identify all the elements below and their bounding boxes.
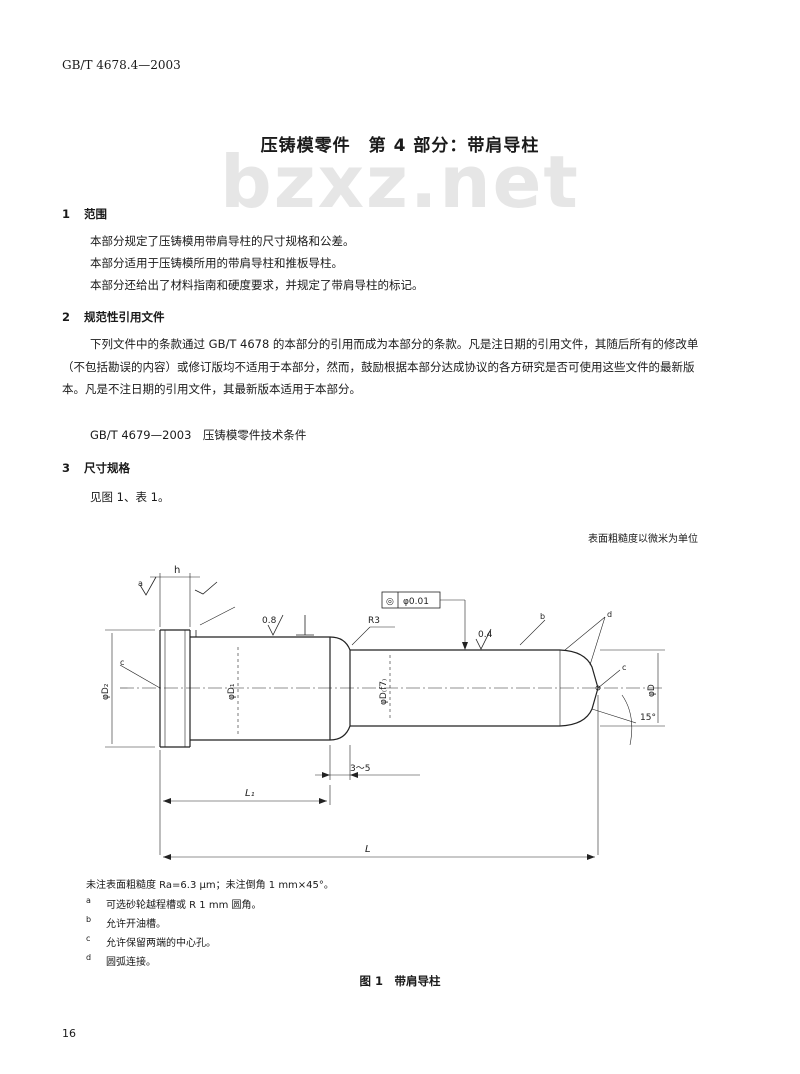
label-d: φD — [647, 684, 657, 697]
section-number: 3 — [62, 461, 71, 475]
figure-note-mark: a — [86, 896, 91, 905]
label-roughness-08: 0.8 — [262, 616, 277, 626]
standard-code: GB/T 4678.4—2003 — [62, 58, 181, 72]
label-d-fit: φD₍f7₎ — [379, 679, 389, 705]
page-number: 16 — [62, 1027, 76, 1040]
pillar-body — [190, 630, 599, 741]
figure-note-text: 允许开油槽。 — [106, 919, 166, 930]
roughness-symbol — [194, 581, 218, 595]
label-r3: R3 — [368, 616, 380, 626]
label-l1: L₁ — [245, 788, 255, 799]
label-roughness-04: 0.4 — [478, 630, 493, 640]
section-title: 规范性引用文件 — [84, 310, 165, 324]
label-b: b — [540, 612, 545, 621]
leader-d — [564, 616, 606, 651]
scope-line: 本部分还给出了材料指南和硬度要求，并规定了带肩导柱的标记。 — [90, 278, 424, 292]
label-d: d — [607, 610, 612, 619]
angle-arc — [621, 694, 633, 746]
figure-note-mark: c — [86, 934, 91, 943]
leader-r3 — [351, 626, 371, 646]
figure-note-mark: b — [86, 915, 92, 924]
dimensions-line: 见图 1、表 1。 — [90, 490, 170, 504]
label-h: h — [174, 565, 180, 576]
figure-note-text: 允许保留两端的中心孔。 — [106, 938, 216, 949]
label-tolerance: φ0.01 — [403, 597, 429, 607]
label-a: a — [138, 579, 143, 588]
figure-note-mark: d — [86, 953, 92, 962]
section-heading-dimensions: 3 尺寸规格 — [62, 460, 130, 476]
label-l: L — [365, 844, 371, 855]
figure-note: c 允许保留两端的中心孔。 — [86, 934, 216, 949]
section-heading-scope: 1 范围 — [62, 206, 107, 222]
shoulder-head — [159, 629, 191, 748]
guide-pillar-drawing: h a c 0.8 R3 ◎ φ0.01 0.4 b d c 15° 3～5 L… — [101, 565, 665, 860]
page-title: 压铸模零件 第 4 部分：带肩导柱 — [260, 136, 540, 156]
figure-note: b 允许开油槽。 — [86, 915, 166, 930]
leader-b — [519, 619, 546, 646]
roughness-symbol — [267, 614, 284, 636]
label-d2: φD₂ — [101, 683, 111, 700]
section-title: 范围 — [84, 207, 107, 221]
leader-c — [597, 669, 621, 689]
figure-note: a 可选砂轮越程槽或 R 1 mm 圆角。 — [86, 896, 262, 911]
roughness-symbol — [475, 628, 492, 650]
figure-caption: 图 1 带肩导柱 — [359, 974, 441, 988]
unit-note: 表面粗糙度以微米为单位 — [588, 534, 698, 545]
label-groove: 3～5 — [350, 764, 370, 774]
scope-line: 本部分适用于压铸模所用的带肩导柱和推板导柱。 — [90, 256, 343, 270]
tolerance-frame — [381, 591, 468, 650]
leader-a — [199, 606, 236, 626]
watermark: bzxz.net — [220, 140, 580, 224]
section-number: 1 — [62, 207, 71, 221]
scope-line: 本部分规定了压铸模用带肩导柱的尺寸规格和公差。 — [90, 234, 355, 248]
figure-note-text: 可选砂轮越程槽或 R 1 mm 圆角。 — [106, 900, 262, 911]
figure-note: 未注表面粗糙度 Ra=6.3 μm；未注倒角 1 mm×45°。 — [86, 876, 334, 891]
section-number: 2 — [62, 310, 71, 324]
roughness-symbol — [139, 576, 157, 596]
section-heading-references: 2 规范性引用文件 — [62, 309, 165, 325]
figure-note: d 圆弧连接。 — [86, 953, 156, 968]
reference-item: GB/T 4679—2003 压铸模零件技术条件 — [90, 428, 307, 442]
references-paragraph: 下列文件中的条款通过 GB/T 4678 的本部分的引用而成为本部分的条款。凡是… — [62, 337, 699, 396]
figure-note-text: 未注表面粗糙度 Ra=6.3 μm；未注倒角 1 mm×45°。 — [86, 880, 334, 891]
label-tolerance-symbol: ◎ — [386, 597, 394, 607]
label-d1: φD₁ — [227, 683, 237, 700]
label-angle: 15° — [640, 713, 656, 723]
figure-note-text: 圆弧连接。 — [106, 957, 156, 968]
section-title: 尺寸规格 — [84, 461, 130, 475]
label-c-left: c — [120, 658, 124, 667]
label-c: c — [622, 663, 626, 672]
